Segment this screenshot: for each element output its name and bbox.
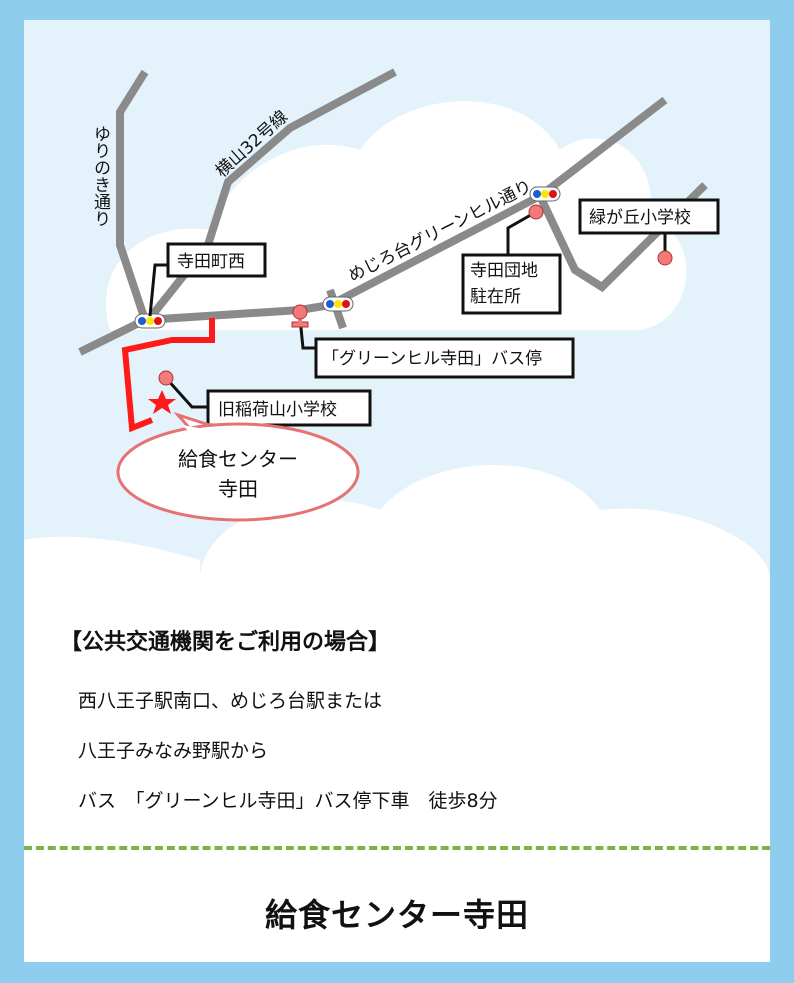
callout-line-1: 給食センター <box>178 447 298 471</box>
traffic-light-icon <box>322 296 354 312</box>
label-old-school: 旧稲荷山小学校 <box>218 400 337 420</box>
poi-school-icon <box>657 250 673 266</box>
transit-heading: 【公共交通機関をご利用の場合】 <box>60 630 391 655</box>
label-teradacho-nishi: 寺田町西 <box>177 252 245 272</box>
map-panel: ゆりのき通り 横山32号線 めじろ台グリーンヒル通り 寺田町西 緑が丘小学校 寺… <box>24 20 770 962</box>
center-callout: 給食センター 寺田 <box>116 411 360 522</box>
label-terada-danchi: 寺田団地 <box>470 261 538 281</box>
traffic-light-icon <box>529 186 561 202</box>
access-map: ゆりのき通り 横山32号線 めじろ台グリーンヒル通り 寺田町西 緑が丘小学校 寺… <box>24 20 770 580</box>
poi-police-icon <box>528 204 544 220</box>
dashed-divider <box>24 846 770 850</box>
walking-route <box>121 318 215 433</box>
facility-title: 給食センター寺田 <box>264 896 529 934</box>
star-icon <box>148 390 176 414</box>
transit-line-1: 西八王子駅南口、めじろ台駅または <box>78 690 383 712</box>
road-label-yurinoki: ゆりのき通り <box>90 125 111 227</box>
transit-line-3: バス 「グリーンヒル寺田」バス停下車 徒歩8分 <box>78 790 498 812</box>
transit-line-2: 八王子みなみ野駅から <box>78 740 269 762</box>
poi-old-school-icon <box>158 370 174 386</box>
road-yurinoki <box>116 69 149 322</box>
label-midorigaoka: 緑が丘小学校 <box>589 208 691 228</box>
traffic-light-icon <box>134 313 166 329</box>
label-bus-stop: 「グリーンヒル寺田」バス停 <box>322 349 542 369</box>
road-main <box>78 96 668 356</box>
label-chuzaisho: 駐在所 <box>470 287 521 307</box>
bus-stop-icon <box>291 304 309 328</box>
callout-line-2: 寺田 <box>218 477 258 501</box>
road-branch <box>536 182 708 293</box>
